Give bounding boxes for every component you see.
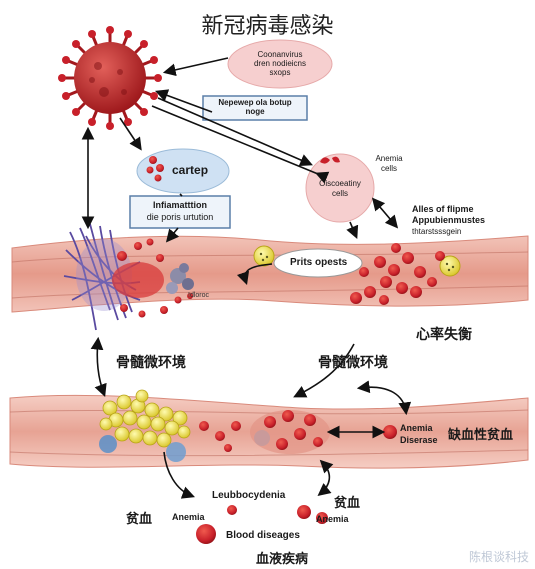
oiscoeatiny-cells-icon xyxy=(320,156,340,164)
watermark: 陈根谈科技 xyxy=(468,550,529,564)
idloroc-label: Idloroc xyxy=(188,292,210,299)
coronavirus-bubble-text: Coonanvirus dren nodieicns sxops xyxy=(253,50,307,77)
platelet-icon xyxy=(253,245,275,267)
oiscoeatiny-bubble xyxy=(305,153,375,223)
rbc-anemia-icon xyxy=(383,425,397,439)
heart-rhythm-label: 心率失衡 xyxy=(416,327,472,343)
blood-diseases-cn-label: 血液疾病 xyxy=(256,552,309,567)
prits-bubble xyxy=(273,248,363,278)
page-title: 新冠病毒感染 xyxy=(201,14,334,39)
bottom-rbcs xyxy=(196,505,328,544)
inflammation-text: Infiamatttion die poris urtution xyxy=(146,200,214,222)
bone-marrow-left-label: 骨髓微环境 xyxy=(116,355,186,371)
cartep-bubble xyxy=(136,148,230,194)
blood-diseases-label: Blood diseages xyxy=(226,530,300,541)
anemia-en-right-label: Anemia xyxy=(316,514,349,524)
inflammation-box xyxy=(129,195,231,229)
anemia-en-left-label: Anemia xyxy=(172,512,205,522)
platelet-icon-right xyxy=(439,255,461,277)
blue-cell-icon xyxy=(99,435,117,453)
cartep-label: cartep xyxy=(172,163,209,177)
anemia-cells-top-text: Anemia cells xyxy=(375,154,403,173)
bone-marrow-right-label: 骨髓微环境 xyxy=(318,355,388,371)
coronavirus-icon xyxy=(58,26,162,130)
iron-deficiency-label: 缺血性贫血 xyxy=(448,428,514,443)
blue-cell-icon-2 xyxy=(166,442,186,462)
cartep-cells xyxy=(146,156,164,182)
receptor-box-text: Nepewep ola botup noge xyxy=(218,98,292,116)
rbc-cluster-lower xyxy=(199,410,323,452)
immune-cluster xyxy=(166,263,194,294)
leukocytes-label: Leubbocydenia xyxy=(212,490,286,501)
alles-text: Alles of flipme Appubienmustes thtarstss… xyxy=(412,204,486,236)
inflammation-core xyxy=(112,262,164,298)
platelet-cluster xyxy=(99,389,191,448)
coronavirus-bubble xyxy=(227,39,333,89)
prits-label: Prits opests xyxy=(290,257,348,268)
anemia-disease-text: Anemia Diserase xyxy=(400,423,438,445)
anemia-cn-left-label: 贫血 xyxy=(126,512,153,527)
oiscoeatiny-text: Oiscoeatiny cells xyxy=(319,179,361,198)
rbc-cluster-upper xyxy=(350,243,445,305)
anemia-cn-right-label: 贫血 xyxy=(334,496,361,511)
